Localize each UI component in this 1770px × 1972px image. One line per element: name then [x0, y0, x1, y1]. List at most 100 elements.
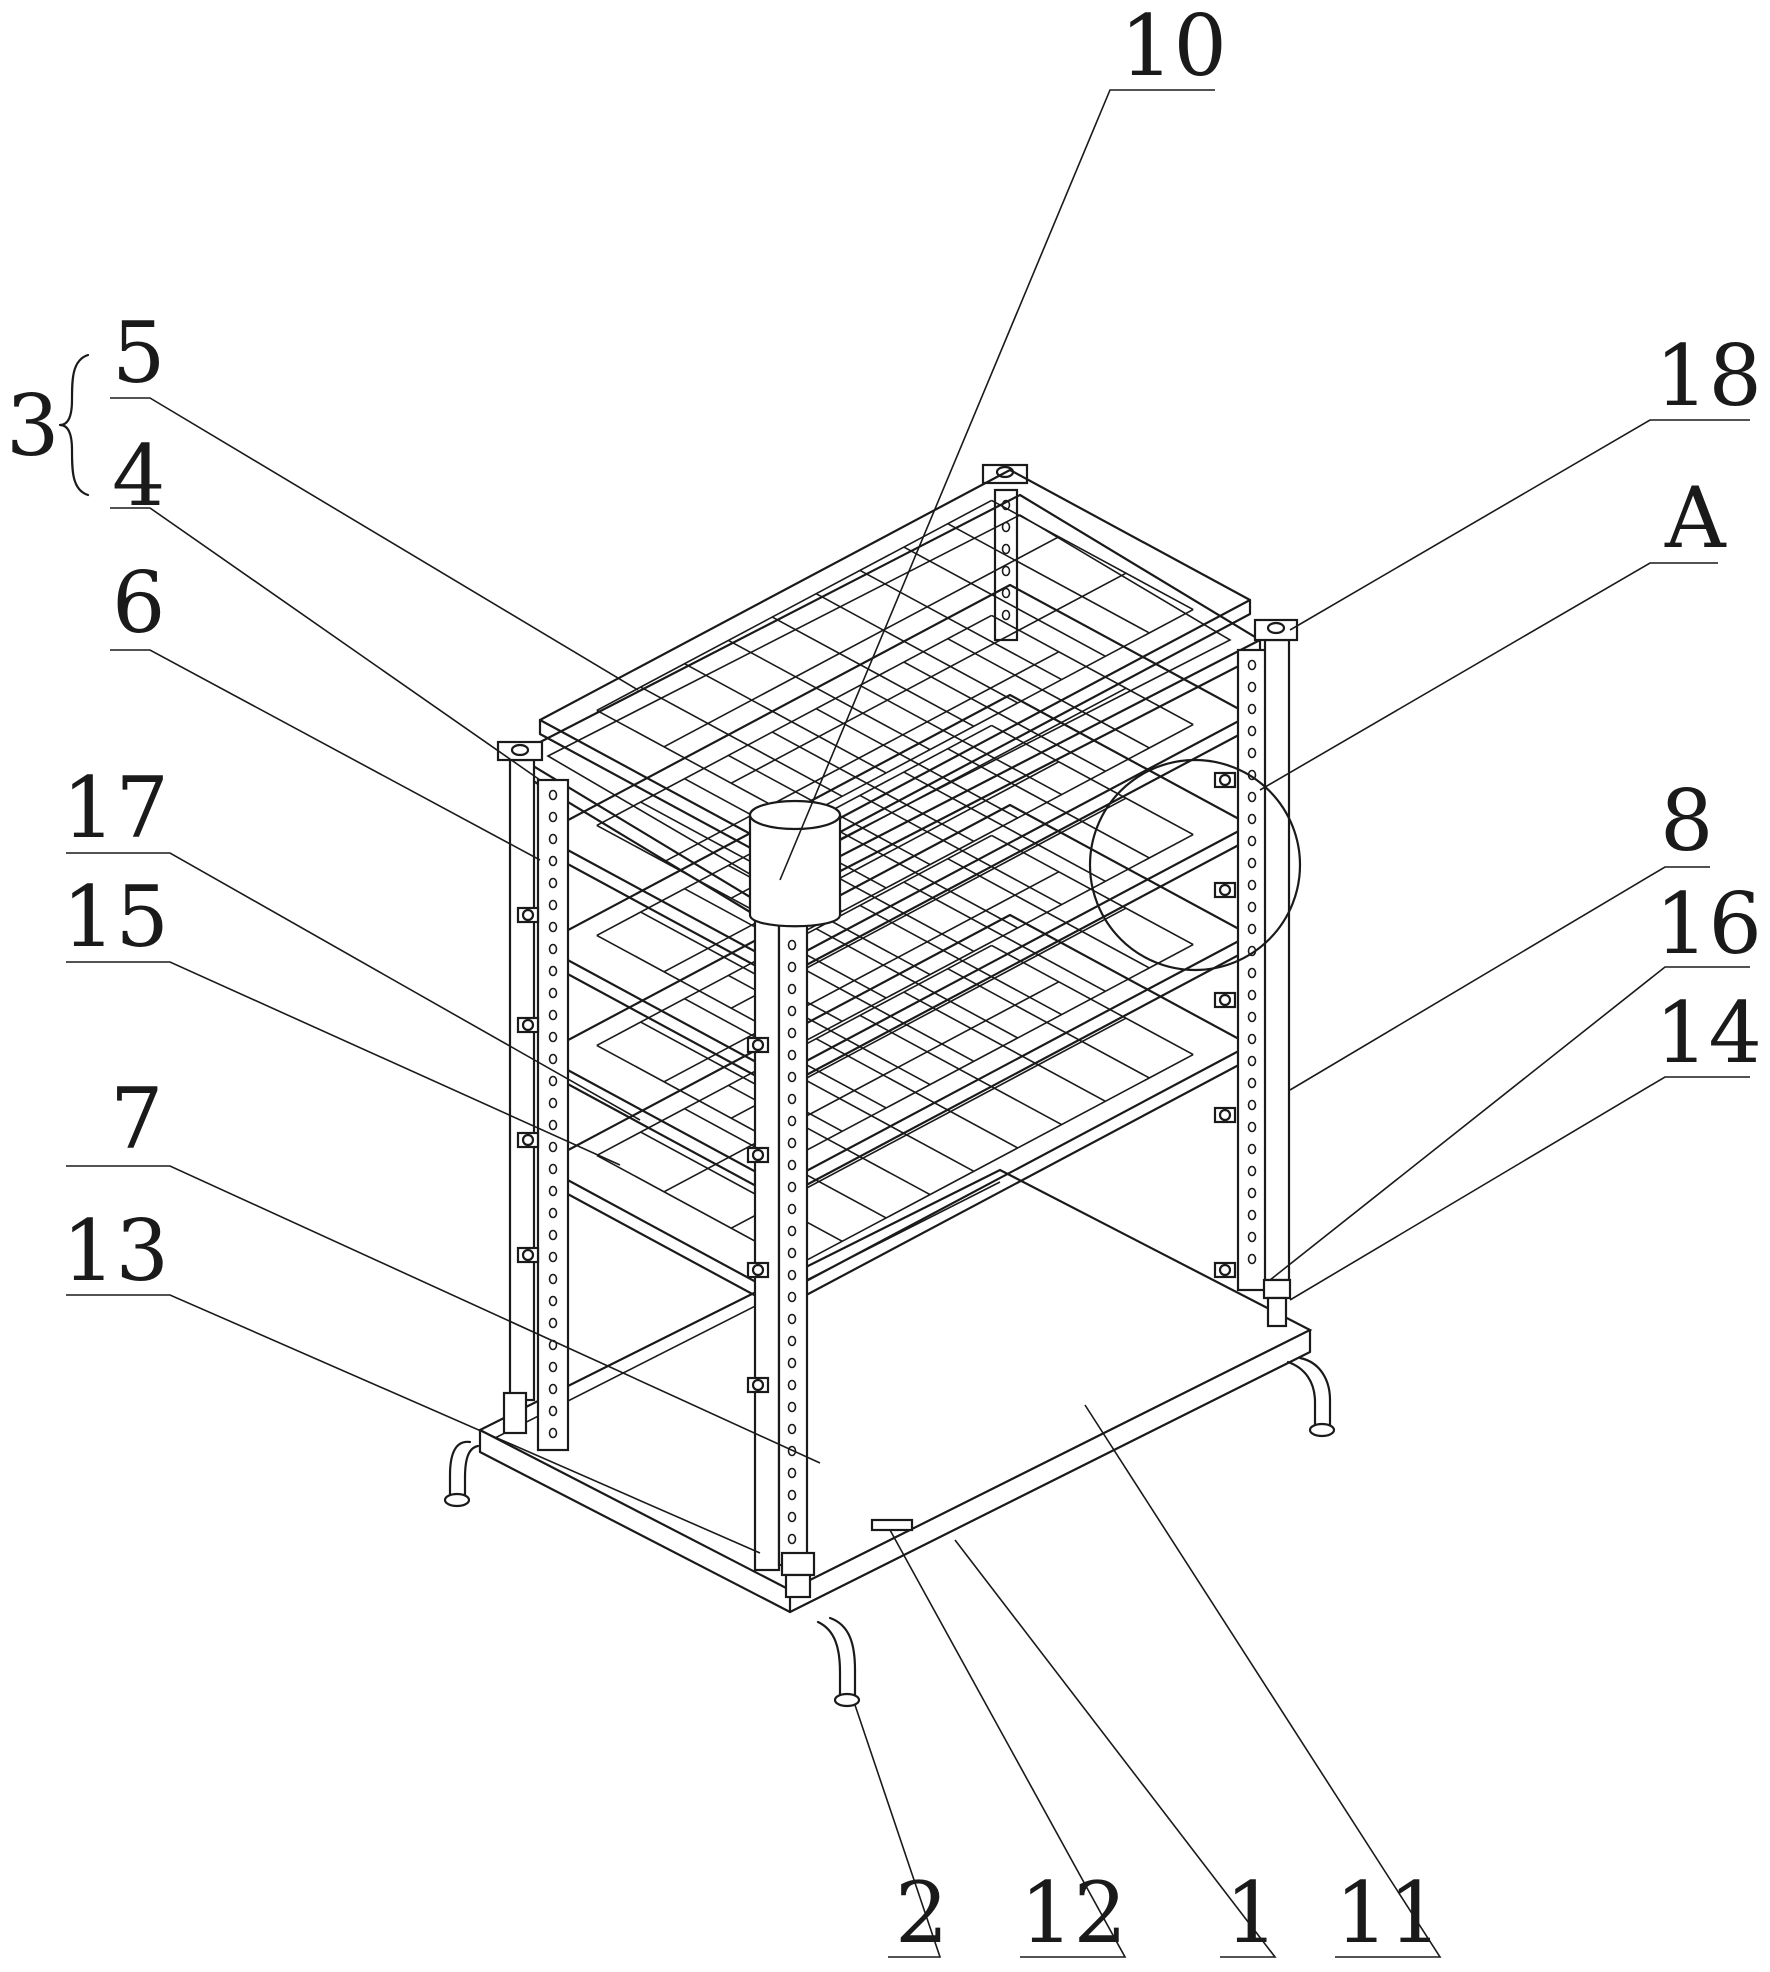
hole-center-post [787, 1423, 797, 1435]
tray-grid-line [596, 709, 799, 821]
hole-right-post [1247, 725, 1257, 737]
tray-grid-line [798, 1053, 1194, 1266]
hole-left-post [548, 1273, 558, 1285]
tray-grid-line [663, 761, 1060, 973]
tray-grid-line [947, 638, 1150, 749]
hole-left-post [548, 899, 558, 911]
tray-grid-line [663, 651, 1060, 863]
hole-left-post [548, 1383, 558, 1395]
tray-grid-line [903, 881, 1106, 992]
hole-right-post [1247, 1253, 1257, 1265]
callout-A: A [1664, 469, 1727, 567]
hole-center-post [787, 1049, 797, 1061]
hole-center-post [787, 961, 797, 973]
tray-grid-line [798, 943, 1194, 1156]
hole-right-post [1247, 1099, 1257, 1111]
hole-left-post [548, 877, 558, 889]
callout-5: 5 [112, 304, 165, 402]
tray-grid-line [859, 794, 1062, 906]
knob-center-cap [751, 1378, 765, 1392]
hole-center-post [787, 1511, 797, 1523]
callout-2: 2 [895, 1864, 948, 1962]
hole-right-post [1247, 879, 1257, 891]
hole-back-post [1001, 587, 1011, 599]
tray-grid-line [859, 569, 1062, 681]
leader-8 [1289, 866, 1710, 1091]
knob-right-cap [1218, 1263, 1232, 1277]
tray-grid-line [663, 536, 1060, 748]
hole-center-post [787, 1093, 797, 1105]
tray-rim [538, 468, 1252, 852]
tray-grid-line [640, 1021, 843, 1132]
top-frame [513, 493, 1262, 917]
hole-left-post [548, 833, 558, 845]
leader-1 [954, 1539, 1277, 1958]
hole-center-post [787, 1533, 797, 1545]
tray-grid-line [903, 546, 1106, 657]
hole-right-post [1247, 857, 1257, 869]
hole-right-post [1247, 659, 1257, 671]
tray-grid-line [991, 614, 1194, 726]
tray-grid-line [596, 614, 992, 827]
tray-grid-line [640, 911, 843, 1022]
hole-center-post [787, 1115, 797, 1127]
base-plate [477, 1168, 1313, 1614]
hole-right-post [1247, 703, 1257, 715]
callout-12: 12 [1020, 1864, 1127, 1962]
tray-grid-line [815, 708, 1019, 819]
hole-center-post [787, 1335, 797, 1347]
hole-back-post [1001, 521, 1011, 533]
callout-4: 4 [112, 427, 165, 525]
leader-2 [854, 1704, 942, 1958]
knob-right-cap [1218, 993, 1232, 1007]
hole-left-post [548, 1141, 558, 1153]
tray-grid-line [728, 639, 931, 751]
hole-center-post [787, 1269, 797, 1281]
tray-grid-line [798, 608, 1194, 821]
hole-left-post [548, 1075, 558, 1087]
tray-2 [538, 583, 1252, 981]
tray-grid-line [815, 1038, 1019, 1149]
tray-grid-line [815, 928, 1019, 1039]
hole-center-post [787, 1159, 797, 1171]
tray-grid-line [947, 748, 1150, 859]
leader-13 [66, 1294, 761, 1554]
hole-right-post [1247, 791, 1257, 803]
hole-left-post [548, 1009, 558, 1021]
leader-11 [1084, 1404, 1442, 1958]
knob-left-cap [521, 1248, 535, 1262]
hole-left-post [548, 1207, 558, 1219]
leader-18 [1289, 419, 1750, 631]
tray-grid-line [663, 871, 1060, 1083]
brace-3 [58, 353, 90, 497]
hole-right-post [1247, 967, 1257, 979]
callout-11: 11 [1335, 1864, 1442, 1962]
callout-18: 18 [1655, 327, 1762, 425]
callout-10: 10 [1120, 0, 1227, 95]
hole-left-post [548, 811, 558, 823]
tray-grid-line [991, 724, 1194, 836]
tray-grid-line [859, 684, 1062, 796]
hole-back-post [1001, 565, 1011, 577]
knob-left-cap [521, 1018, 535, 1032]
hole-center-post [787, 1027, 797, 1039]
tray-grid-line [903, 771, 1106, 882]
detail-circle-A [1088, 758, 1302, 972]
leader-10 [779, 89, 1215, 881]
hole-center-post [787, 1401, 797, 1413]
hole-center-post [787, 1357, 797, 1369]
tray-grid-line [771, 616, 975, 727]
knob-center-cap [751, 1038, 765, 1052]
tray-edge [538, 713, 1252, 981]
tray-grid-line [640, 1131, 843, 1242]
hole-left-post [548, 1251, 558, 1263]
hole-center-post [787, 1203, 797, 1215]
tray-grid-line [859, 1014, 1062, 1126]
knob-right-cap [1218, 883, 1232, 897]
tray-stack [538, 468, 1252, 1311]
hole-left-post [548, 1295, 558, 1307]
callout-17: 17 [62, 759, 169, 857]
hole-center-post [787, 1225, 797, 1237]
hole-right-post [1247, 1209, 1257, 1221]
hole-right-post [1247, 1165, 1257, 1177]
